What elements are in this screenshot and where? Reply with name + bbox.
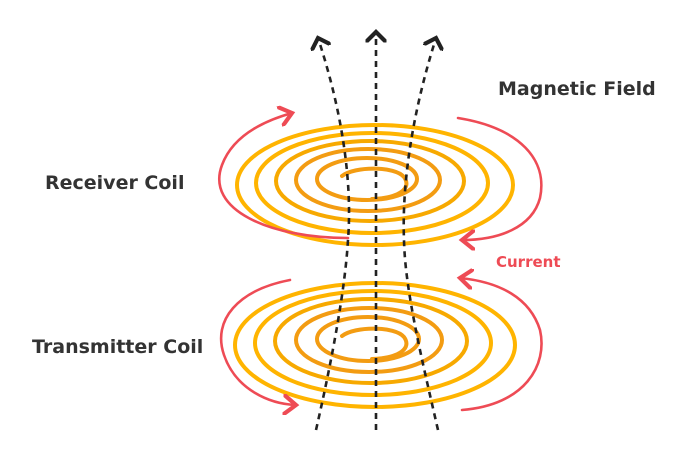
receiver-coil <box>235 123 515 247</box>
transmitter-coil-label: Transmitter Coil <box>32 336 204 358</box>
magnetic-field-lines <box>316 32 438 431</box>
current-label: Current <box>496 253 561 271</box>
magnetic-field-label: Magnetic Field <box>498 78 656 100</box>
transmitter-coil <box>233 281 517 409</box>
current-arrows <box>218 113 543 410</box>
receiver-coil-label: Receiver Coil <box>45 172 185 194</box>
